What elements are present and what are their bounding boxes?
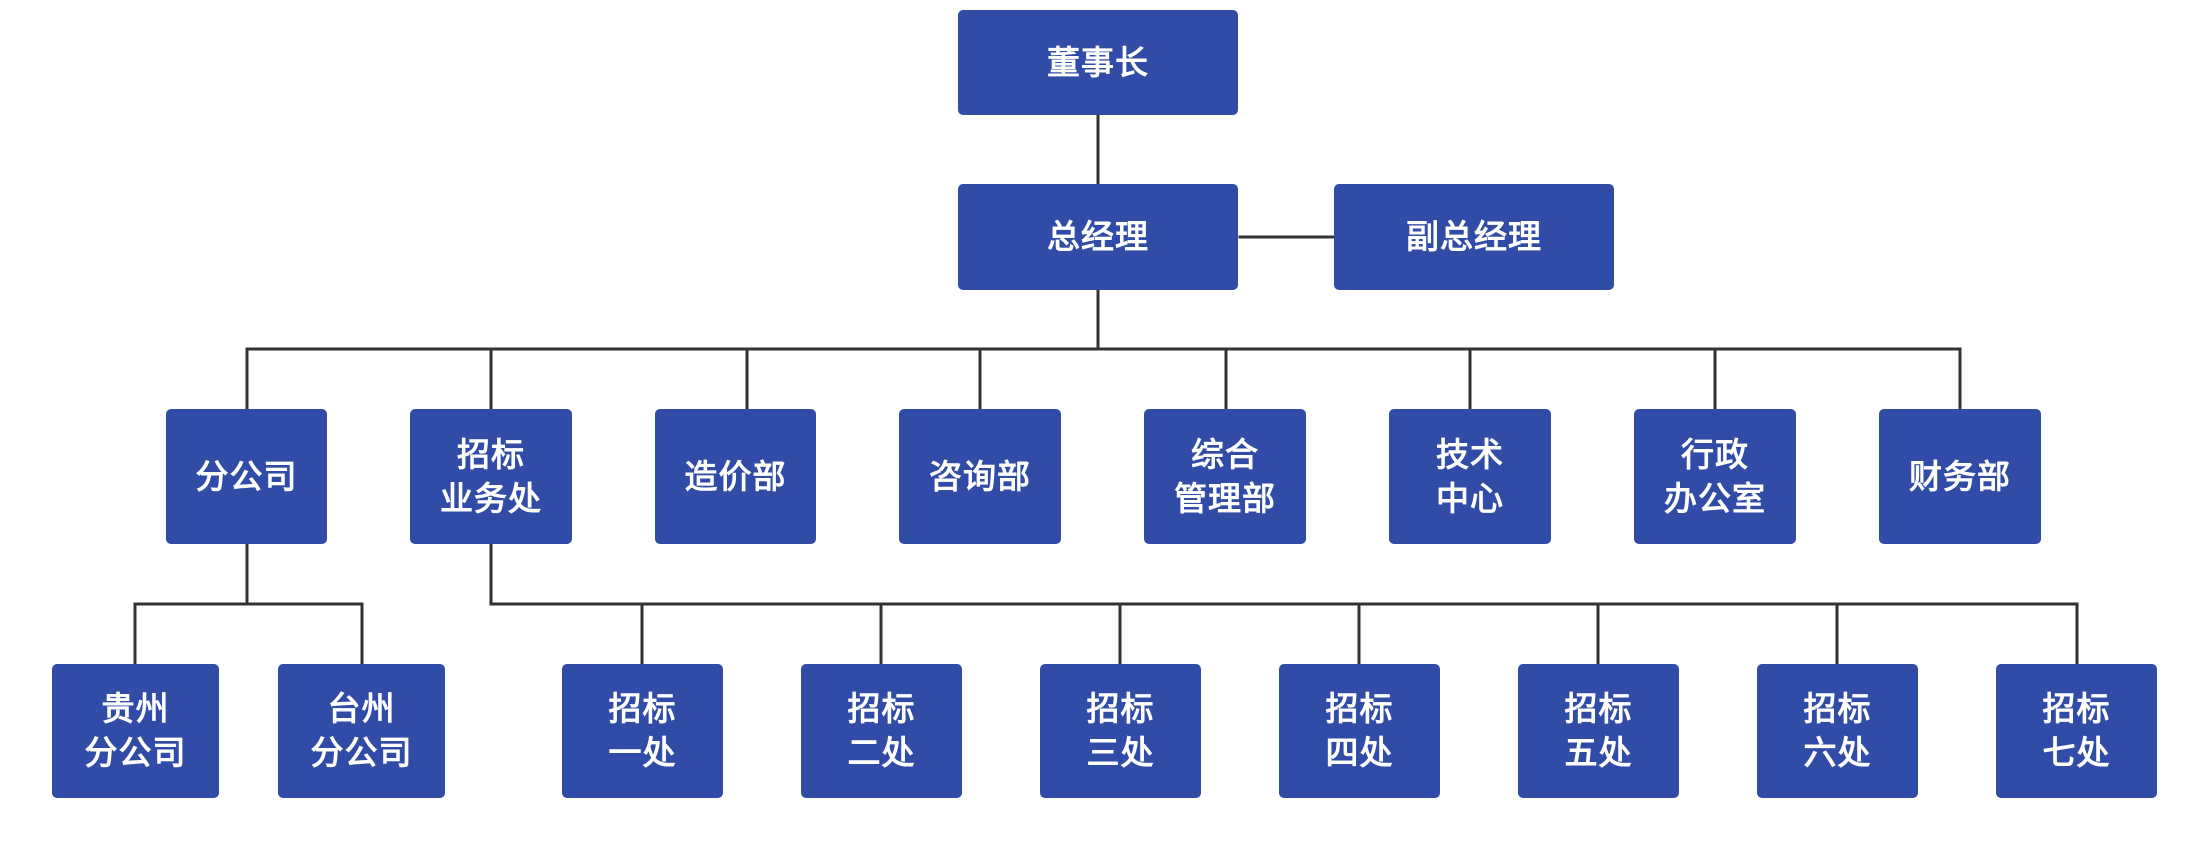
department-label: 造价部 [684,456,787,496]
department-label-line-2: 办公室 [1664,478,1766,518]
department-label: 财务部 [1909,456,2011,496]
department-label-line-1: 招标 [457,434,525,474]
department-finance[interactable]: 财务部 [1879,409,2041,544]
bidding-office-label-line-1: 招标 [1803,689,1872,728]
bidding-office-label-line-2: 一处 [608,733,677,772]
bidding-office-2[interactable]: 招标 二处 [801,664,962,798]
bidding-office-6[interactable]: 招标 六处 [1757,664,1918,798]
bidding-office-label-line-1: 招标 [1564,689,1633,728]
department-general-management[interactable]: 综合 管理部 [1144,409,1306,544]
bidding-office-label-line-2: 三处 [1086,733,1155,772]
deputy-general-manager-box[interactable]: 副总经理 [1334,184,1614,290]
bidding-office-label-line-2: 二处 [847,733,916,772]
department-bidding-business[interactable]: 招标 业务处 [410,409,572,544]
department-cost[interactable]: 造价部 [655,409,816,544]
bidding-office-4[interactable]: 招标 四处 [1279,664,1440,798]
chairman-label: 董事长 [1047,42,1149,82]
department-label-line-1: 行政 [1681,434,1749,474]
department-label: 咨询部 [929,456,1031,496]
general-manager-box[interactable]: 总经理 [958,184,1238,290]
department-branch-companies[interactable]: 分公司 [166,409,327,544]
department-label-line-1: 技术 [1436,434,1504,474]
chairman-box[interactable]: 董事长 [958,10,1238,115]
department-consulting[interactable]: 咨询部 [899,409,1061,544]
branch-taizhou[interactable]: 台州 分公司 [278,664,445,798]
bidding-office-label-line-1: 招标 [2042,689,2111,728]
bidding-office-label-line-1: 招标 [1325,689,1394,728]
bidding-office-label-line-1: 招标 [1086,689,1155,728]
department-label-line-1: 综合 [1191,434,1259,474]
department-label: 分公司 [195,456,298,496]
bidding-office-label-line-2: 六处 [1803,733,1872,772]
branch-label-line-1: 贵州 [101,689,170,728]
branch-label-line-2: 分公司 [84,733,187,772]
bidding-office-1[interactable]: 招标 一处 [562,664,723,798]
bidding-office-label-line-1: 招标 [608,689,677,728]
branch-label-line-2: 分公司 [310,733,413,772]
bidding-office-5[interactable]: 招标 五处 [1518,664,1679,798]
bidding-office-label-line-2: 七处 [2042,733,2111,772]
bidding-office-label-line-2: 五处 [1564,733,1633,772]
department-label-line-2: 业务处 [440,478,542,518]
branch-label-line-1: 台州 [327,689,396,728]
deputy-general-manager-label: 副总经理 [1406,217,1542,256]
bidding-office-label-line-2: 四处 [1325,733,1394,772]
department-admin-office[interactable]: 行政 办公室 [1634,409,1796,544]
branch-guizhou[interactable]: 贵州 分公司 [52,664,219,798]
department-label-line-2: 管理部 [1174,478,1276,518]
general-manager-label: 总经理 [1047,217,1149,256]
department-technical-center[interactable]: 技术 中心 [1389,409,1551,544]
department-label-line-2: 中心 [1436,478,1504,518]
bidding-office-label-line-1: 招标 [847,689,916,728]
bidding-office-7[interactable]: 招标 七处 [1996,664,2157,798]
bidding-office-3[interactable]: 招标 三处 [1040,664,1201,798]
